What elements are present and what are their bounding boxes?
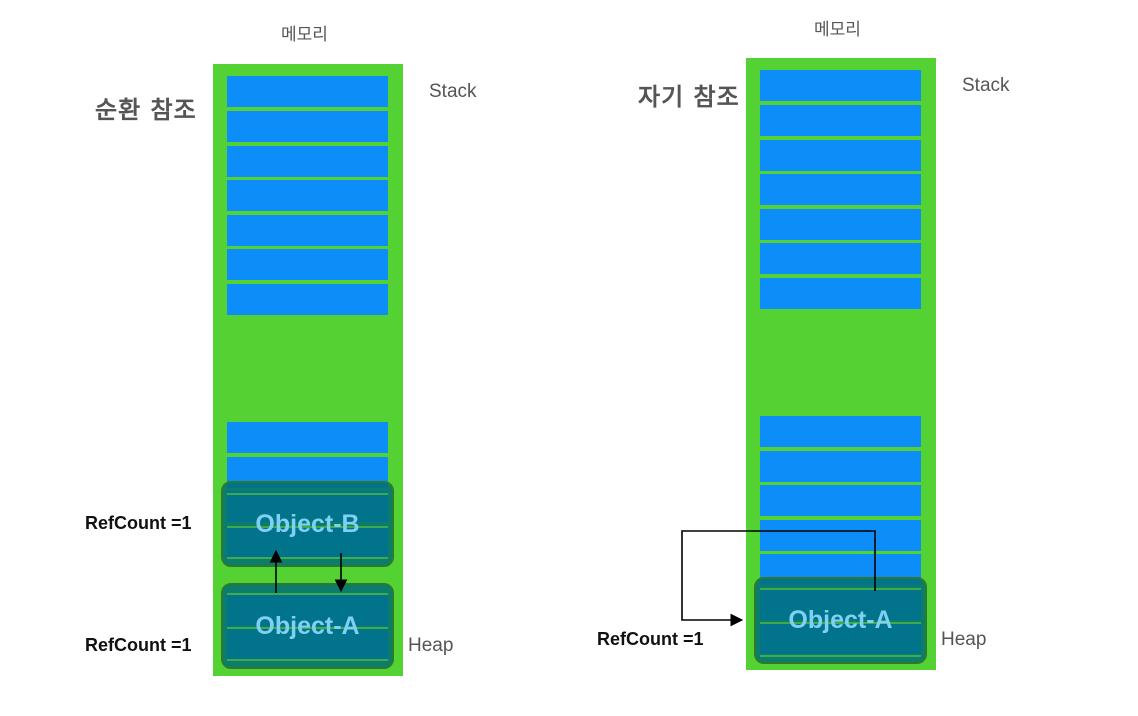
object-a-label: Object-A	[788, 606, 893, 634]
heap-slot	[227, 422, 388, 453]
slot-divider	[760, 655, 921, 657]
left-object-a: Object-A	[221, 583, 394, 669]
left-title: 순환 참조	[95, 96, 197, 124]
left-heap-label: Heap	[408, 635, 454, 656]
stack-slot	[227, 284, 388, 315]
left-memory-label: 메모리	[281, 25, 328, 45]
right-object-a-refcount: RefCount =1	[597, 629, 704, 649]
arrow-self-reference	[681, 530, 876, 627]
stack-slot	[760, 105, 921, 136]
slot-divider	[227, 493, 388, 495]
heap-slot	[760, 451, 921, 482]
slot-divider	[227, 593, 388, 595]
stack-slot	[227, 76, 388, 107]
stack-slot	[227, 249, 388, 280]
left-object-b-refcount: RefCount =1	[85, 513, 192, 533]
object-a-label: Object-A	[255, 611, 360, 640]
stack-slot	[760, 140, 921, 171]
stack-slot	[760, 278, 921, 309]
slot-divider	[760, 588, 921, 590]
left-object-b: Object-B	[221, 481, 394, 567]
stack-slot	[760, 209, 921, 240]
slot-divider	[227, 627, 388, 629]
heap-slot	[760, 520, 921, 551]
slot-divider	[760, 622, 921, 624]
right-memory-label: 메모리	[814, 20, 861, 40]
slot-divider	[227, 659, 388, 661]
heap-slot	[760, 485, 921, 516]
slot-divider	[227, 526, 388, 528]
right-heap-label: Heap	[941, 629, 987, 650]
left-object-a-refcount: RefCount =1	[85, 635, 192, 655]
stack-slot	[227, 215, 388, 246]
stack-slot	[227, 111, 388, 142]
right-object-a: Object-A	[754, 577, 927, 664]
right-stack-label: Stack	[962, 75, 1010, 96]
heap-slot	[760, 416, 921, 447]
slot-divider	[227, 557, 388, 559]
stack-slot	[760, 70, 921, 101]
object-b-label: Object-B	[255, 509, 360, 538]
stack-slot	[227, 146, 388, 177]
right-title: 자기 참조	[638, 83, 740, 111]
left-stack-label: Stack	[429, 81, 477, 102]
stack-slot	[227, 180, 388, 211]
stack-slot	[760, 174, 921, 205]
stack-slot	[760, 243, 921, 274]
